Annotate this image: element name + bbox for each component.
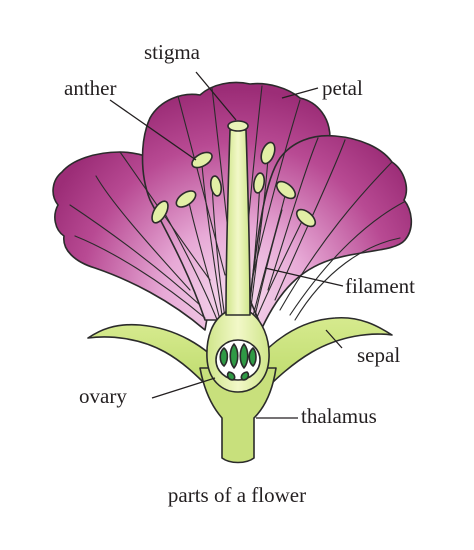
anther: [260, 141, 276, 165]
label-stigma: stigma: [144, 40, 201, 64]
anther: [295, 208, 317, 228]
anther: [275, 180, 297, 200]
label-sepal: sepal: [357, 343, 400, 367]
pistil: [199, 120, 277, 464]
filament-leader: [264, 267, 344, 287]
thalamus: [199, 367, 277, 464]
filament: [253, 209, 283, 321]
filament: [187, 197, 221, 321]
filament: [201, 164, 223, 316]
filament: [249, 157, 269, 316]
leader-lines: [109, 71, 344, 419]
filament: [254, 214, 306, 323]
label-thalamus: thalamus: [301, 404, 377, 428]
anther: [175, 190, 197, 208]
anther-leader: [109, 99, 197, 161]
stigma: [227, 120, 249, 132]
anther: [191, 151, 213, 169]
caption: parts of a flower: [168, 483, 306, 507]
sepal-right: [247, 316, 393, 401]
label-ovary: ovary: [79, 384, 127, 408]
filament: [251, 191, 287, 321]
label-filament: filament: [345, 274, 415, 298]
label-petal: petal: [322, 76, 363, 100]
labels: stigma anther petal filament sepal ovary…: [64, 40, 415, 507]
style: [225, 129, 251, 316]
sepals: [87, 316, 393, 401]
anther: [209, 175, 223, 197]
ovary-leader: [151, 377, 216, 399]
filament: [163, 211, 219, 323]
sepal-leader: [325, 329, 343, 349]
anther: [151, 200, 169, 224]
ovules: [219, 343, 257, 381]
stigma-leader: [195, 71, 237, 121]
anther: [252, 172, 266, 194]
stamens: [151, 141, 317, 323]
sepal-left: [87, 323, 229, 401]
petal-leader: [281, 87, 319, 99]
label-anther: anther: [64, 76, 116, 100]
filament: [211, 184, 226, 319]
